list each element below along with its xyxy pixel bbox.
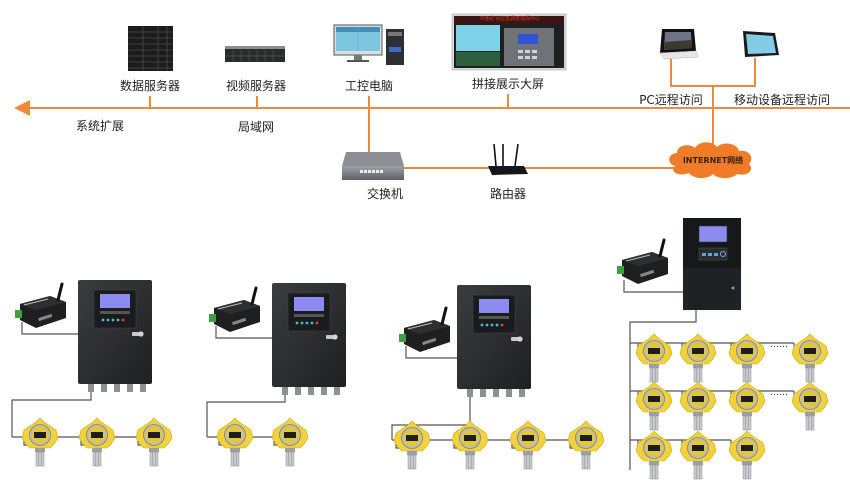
controller-group-2 [206,282,347,467]
internet-label: INTERNET网络 [683,155,743,165]
lan-label: 局域网 [238,120,274,134]
gas-alarm-controller-icon [77,279,153,393]
dtu-to-controller-wire [215,326,272,339]
gas-detector-icon [791,333,829,383]
network-switch-icon [342,152,404,180]
more-detectors-ellipsis: …… [770,340,788,350]
gas-detector-icon [216,417,254,467]
gas-alarm-controller-icon [682,217,742,311]
gas-detector-icon [635,430,673,480]
system-expand-label: 系统扩展 [76,119,124,133]
mobile-tablet-icon [743,31,779,57]
dtu-wireless-module-icon [207,286,262,334]
lan-bus [14,58,850,169]
gas-detector-icon [635,381,673,431]
gas-detector-icon [679,430,717,480]
router-label: 路由器 [490,186,526,201]
gas-detector-icon [728,381,766,431]
gas-detector-icon [635,333,673,383]
gas-detector-icon [21,417,59,467]
gas-detector-icon [78,417,116,467]
dtu-to-controller-wire [21,322,78,335]
controller-bus-wire [11,392,92,437]
controller-bus-wire [206,395,286,437]
gas-detector-icon [509,420,547,470]
data-server-label: 数据服务器 [120,78,180,93]
router-icon [488,143,528,175]
gas-alarm-controller-icon [456,284,532,398]
drop-video-wall [430,94,509,109]
controller-bus-wire [391,397,471,440]
data-server-icon [128,26,173,71]
controller-group-3 [391,284,605,470]
pc-tablet-icon [659,29,699,60]
ipc-label: 工控电脑 [345,79,393,93]
video-wall-banner-text: 中色矿业应急调度指挥中心 [480,15,540,22]
gas-alarm-controller-icon [271,282,347,396]
video-wall-icon [451,13,567,71]
more-detectors-ellipsis: …… [770,388,788,398]
dtu-wireless-module-icon [615,238,670,286]
gas-detector-icon [728,333,766,383]
dtu-wireless-module-icon [397,306,452,354]
gas-detector-icon [451,420,489,470]
gas-detector-icon [679,381,717,431]
gas-detector-icon [679,333,717,383]
controller-bus-wire [629,310,697,470]
gas-detector-icon [567,420,605,470]
gas-detector-icon [791,381,829,431]
controller-group-4: …… …… [615,217,829,480]
gas-detector-icon [271,417,309,467]
gas-detector-icon [393,420,431,470]
gas-detector-icon [728,430,766,480]
dtu-to-controller-wire [623,280,683,293]
internet-cloud-icon [669,142,752,179]
ipc-computer-icon [333,24,404,65]
video-wall-label: 拼接展示大屏 [472,76,544,91]
remote-access-bracket [670,58,756,87]
pc-remote-label: PC远程访问 [639,92,703,107]
field-layer: …… …… [11,217,829,480]
gas-detector-icon [135,417,173,467]
dtu-wireless-module-icon [13,282,68,330]
controller-group-1 [11,279,173,467]
video-server-icon [225,46,285,62]
dtu-to-controller-wire [405,346,457,359]
mobile-remote-label: 移动设备远程访问 [734,92,830,107]
video-server-label: 视频服务器 [226,78,286,93]
switch-label: 交换机 [367,186,403,201]
